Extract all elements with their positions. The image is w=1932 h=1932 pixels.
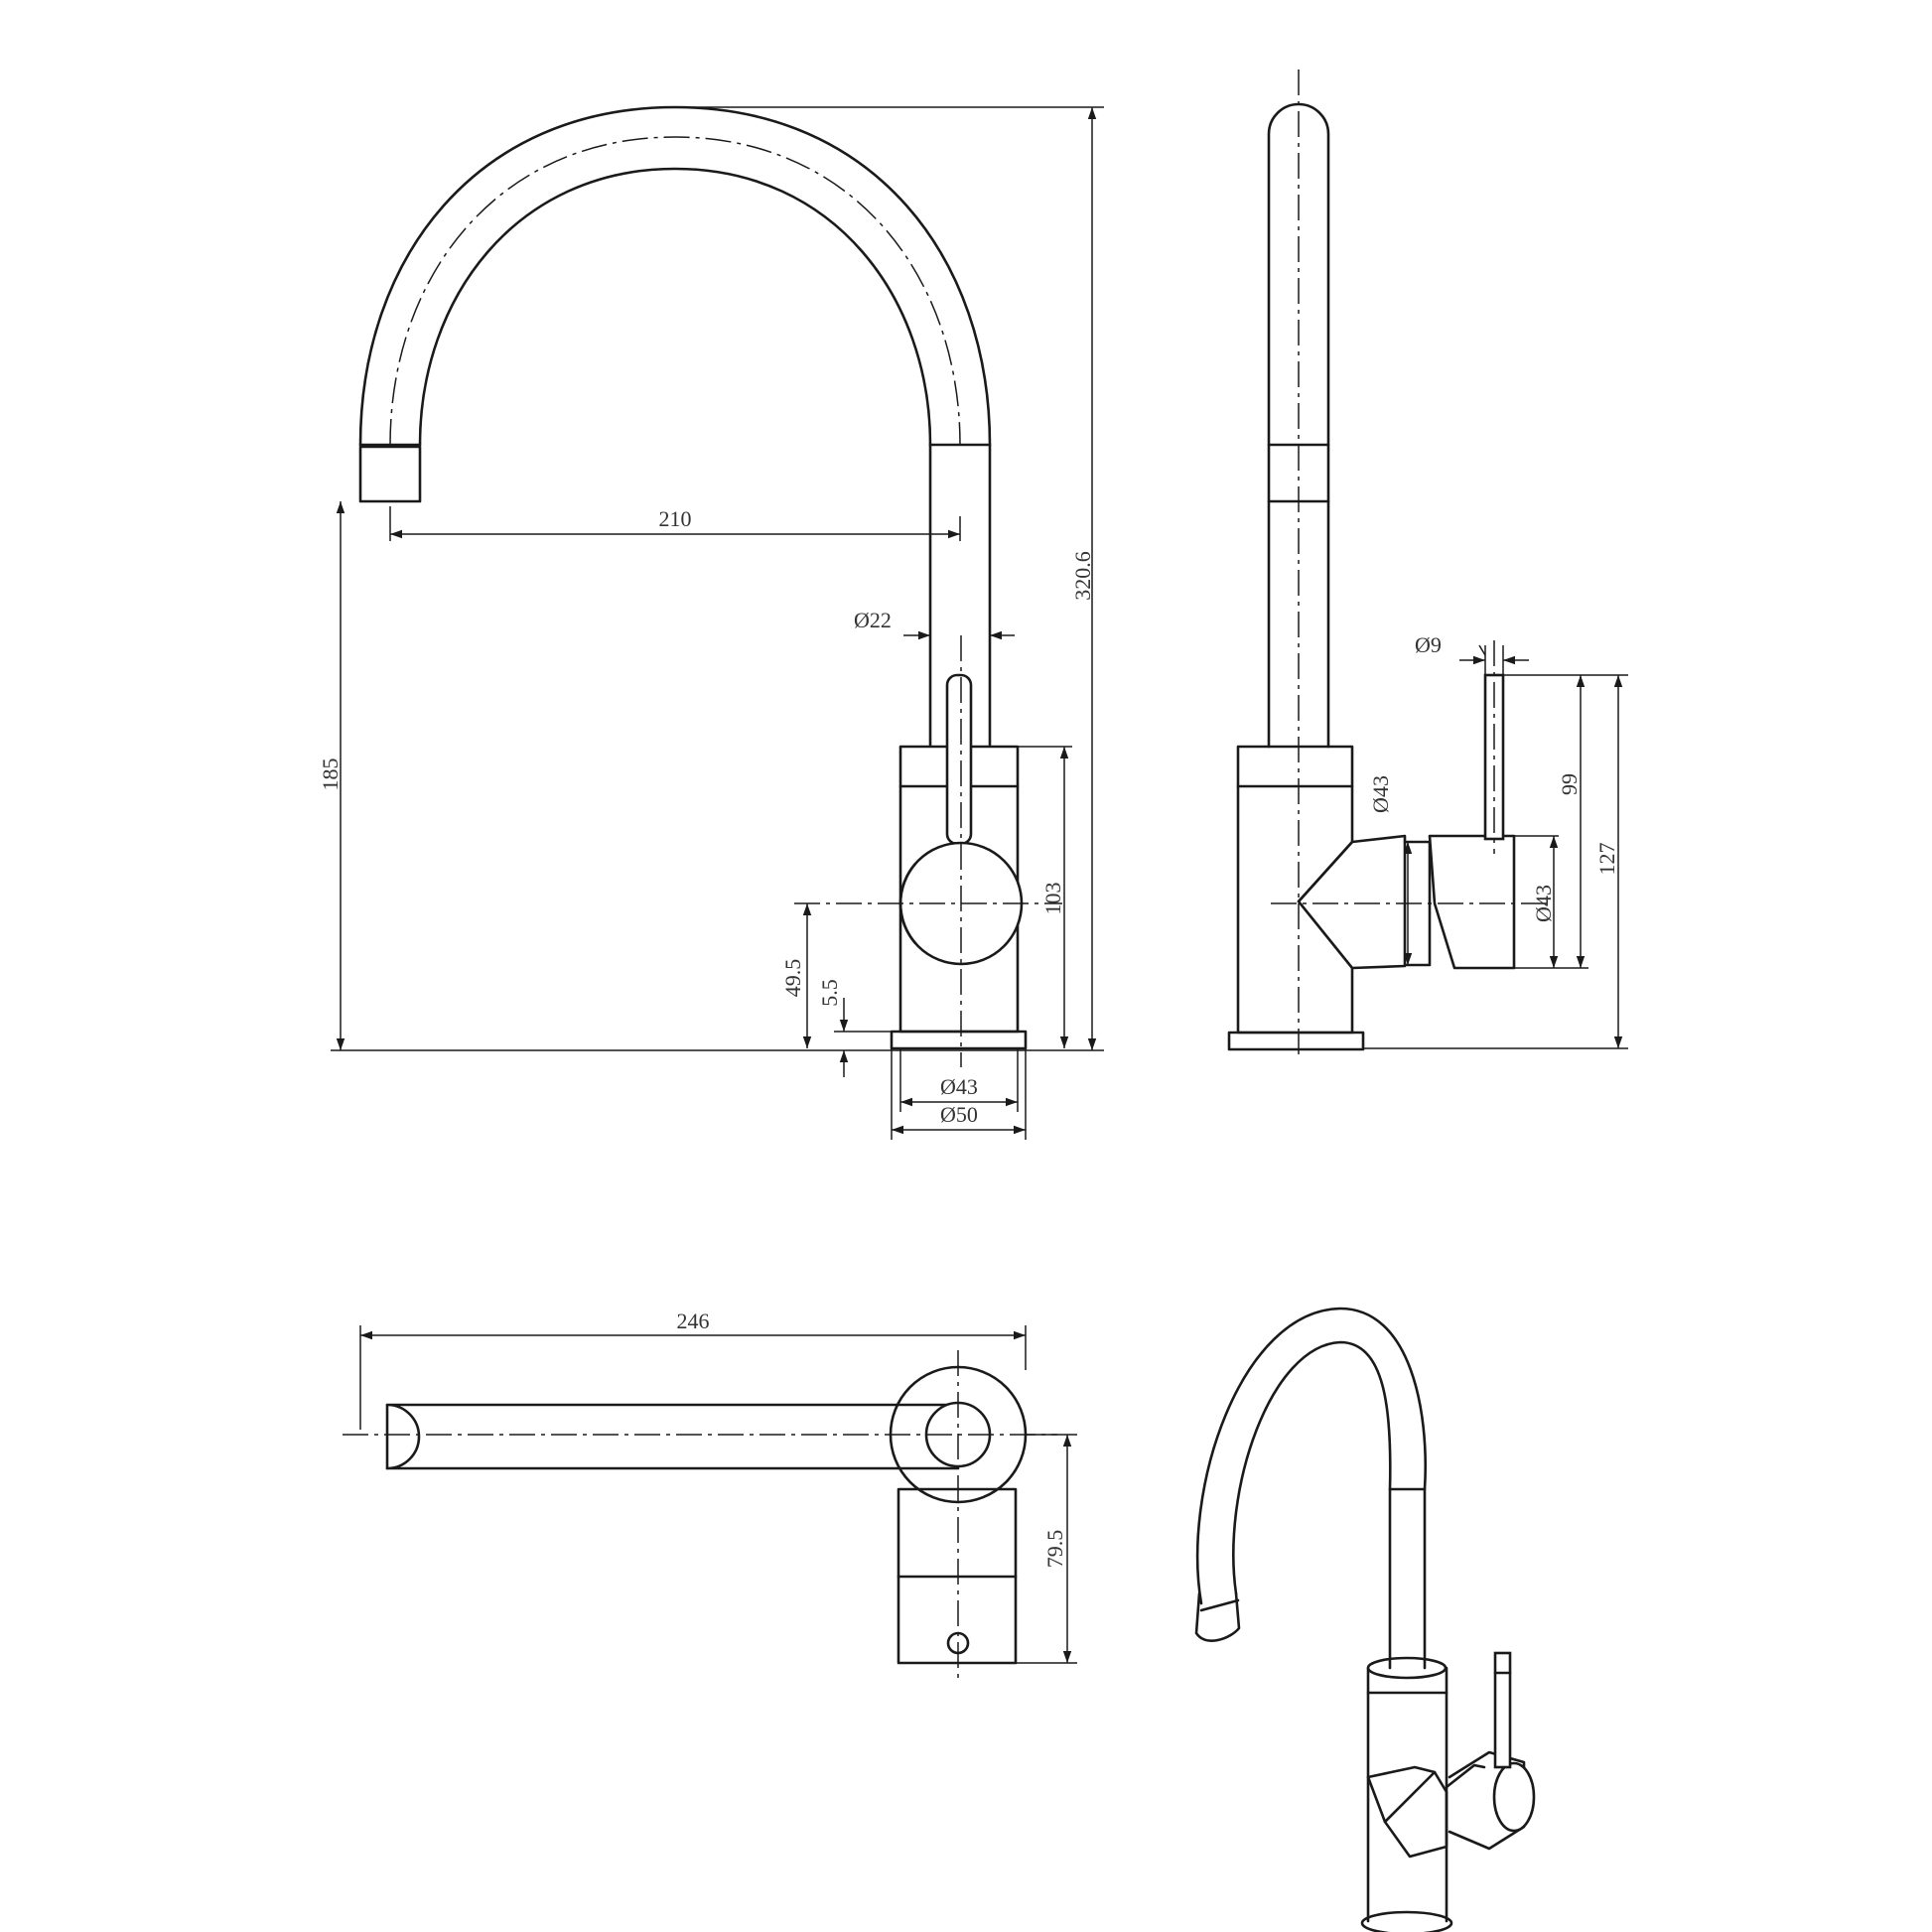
top-dim-offset: 79.5 — [1042, 1530, 1067, 1569]
side-dim-handle-total-height: 127 — [1594, 843, 1619, 876]
dim-body-height: 103 — [1040, 883, 1065, 915]
side-dim-handle-diameter: Ø43 — [1531, 885, 1556, 922]
side-view: Ø9 Ø43 Ø43 99 127 — [1227, 69, 1628, 1060]
dim-spout-diameter: Ø22 — [854, 608, 892, 632]
iso-spout-outlet — [1194, 1591, 1241, 1642]
dim-base-outer-diameter: Ø50 — [940, 1102, 978, 1127]
dim-spout-outlet-height: 185 — [318, 759, 343, 791]
side-dim-lever-diameter: Ø9 — [1415, 632, 1442, 657]
base-plate — [890, 1030, 1028, 1050]
iso-body — [1366, 1666, 1449, 1923]
lever — [945, 673, 973, 846]
side-dim-body-diameter: Ø43 — [1368, 775, 1393, 813]
iso-handle-face — [1492, 1761, 1536, 1833]
iso-lever — [1493, 1651, 1512, 1769]
top-view: 246 79.5 — [343, 1309, 1077, 1683]
dim-reach: 210 — [659, 506, 692, 531]
iso-spout-inner — [1232, 1340, 1392, 1670]
side-base — [1227, 1031, 1365, 1051]
dim-base-height: 5.5 — [817, 979, 842, 1007]
spout-centerline — [389, 136, 961, 446]
spout-outlet — [358, 445, 422, 503]
spout-inner-arc — [418, 167, 932, 447]
top-spout — [385, 1403, 960, 1470]
dim-handle-axis-height: 49.5 — [780, 959, 805, 998]
iso-spout-outer — [1195, 1307, 1427, 1670]
top-dim-length: 246 — [677, 1309, 710, 1333]
dim-height-total: 320.6 — [1070, 551, 1095, 601]
side-body — [1236, 745, 1354, 1035]
dim-base-inner-diameter: Ø43 — [940, 1074, 978, 1099]
front-view: 320.6 185 210 Ø22 103 49.5 5.5 Ø43 Ø50 — [318, 105, 1104, 1140]
spout-outer-arc — [358, 105, 992, 447]
side-dim-lever-height: 99 — [1557, 773, 1582, 795]
iso-base — [1360, 1910, 1453, 1932]
isometric-view — [1194, 1307, 1536, 1932]
